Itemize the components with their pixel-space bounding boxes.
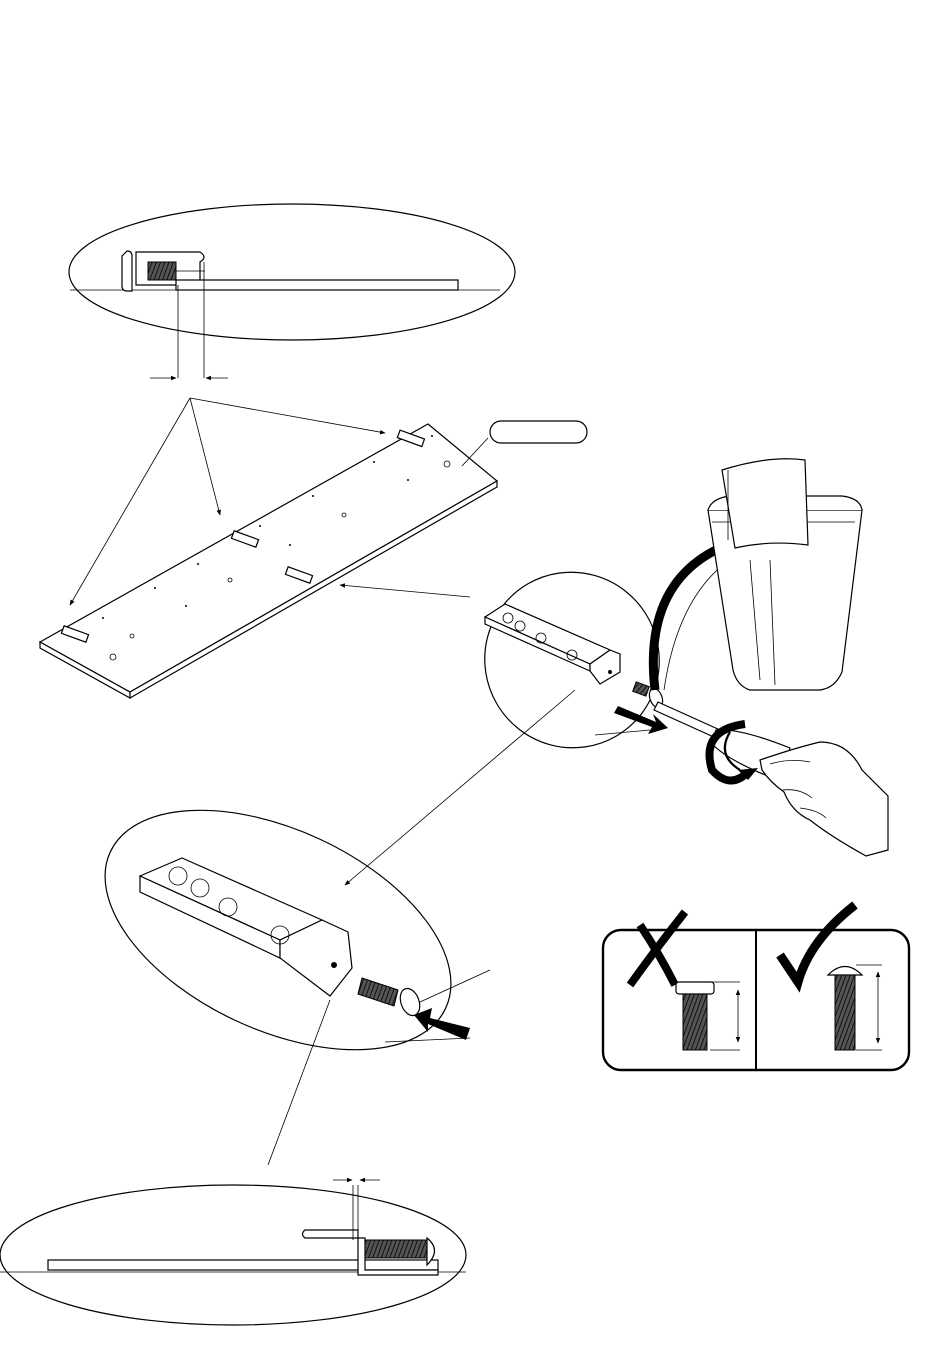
bracket-icon (485, 604, 620, 684)
bracket-icon (140, 858, 352, 996)
top-detail-view (69, 204, 515, 378)
leader-line-middle (345, 690, 575, 885)
screw-check-box (603, 905, 909, 1070)
hand-icon (760, 742, 888, 856)
shelf-panel (40, 421, 587, 698)
screw-icon (676, 982, 740, 1050)
push-arrow-icon (414, 1008, 470, 1040)
screw-icon (828, 965, 882, 1050)
leader-line-bottom (268, 1000, 330, 1165)
screw-icon (358, 978, 423, 1018)
insertion-detail-view (68, 761, 490, 1099)
bottom-detail-view (0, 1180, 466, 1325)
cross-mark-icon (630, 912, 685, 985)
trash-bin-icon (708, 459, 862, 690)
